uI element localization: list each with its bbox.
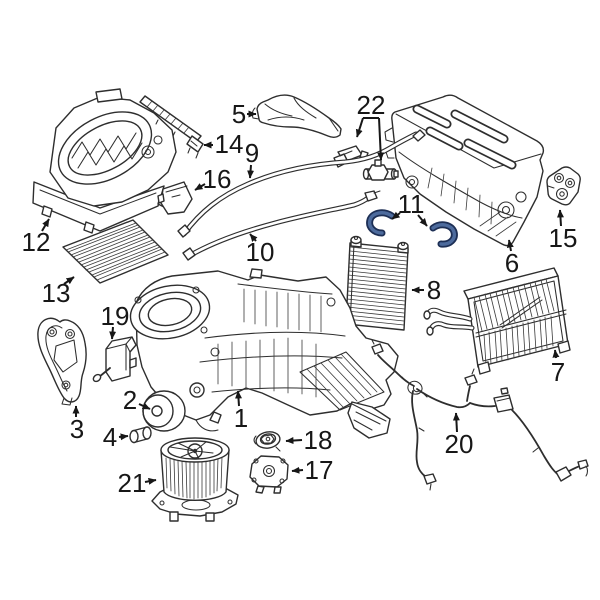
callout-3-label[interactable]: 3 — [70, 414, 84, 444]
part-21-blower-motor-drawing — [151, 437, 239, 522]
part-2-cap-drawing — [142, 390, 186, 432]
callout-18-label[interactable]: 18 — [304, 425, 333, 455]
callout-22-arrow-left — [355, 117, 364, 138]
part-14-bracket-strip-drawing — [139, 95, 204, 159]
callout-8-label[interactable]: 8 — [427, 275, 441, 305]
part-1-lower-case-drawing — [129, 268, 399, 439]
part-17-actuator-drawing — [249, 455, 289, 494]
callout-11-arrow-right — [417, 214, 428, 227]
callout-4: 4 — [103, 422, 129, 452]
callout-10-label[interactable]: 10 — [246, 237, 275, 267]
callout-16-label[interactable]: 16 — [203, 164, 232, 194]
callout-13: 13 — [42, 276, 75, 308]
part-20-wiring-harness-drawing — [371, 339, 589, 491]
callout-13-label[interactable]: 13 — [42, 278, 71, 308]
callout-7: 7 — [551, 349, 565, 387]
part-15-actuator-drawing — [546, 166, 581, 206]
callout-11-arrow-left — [391, 211, 401, 220]
callout-20-label[interactable]: 20 — [445, 429, 474, 459]
callout-21: 21 — [118, 468, 157, 498]
callout-6-arrow — [506, 239, 514, 252]
part-7-evaporator-drawing — [423, 267, 571, 375]
callout-22-arrow-right — [377, 117, 385, 161]
part-16-door-panel-drawing — [157, 181, 193, 215]
callout-7-arrow — [552, 349, 560, 359]
part-4-bushing-drawing — [129, 426, 152, 444]
callout-1: 1 — [234, 390, 248, 433]
callout-17-arrow — [291, 466, 304, 474]
clip-left-fill — [367, 211, 394, 235]
callout-10: 10 — [246, 233, 275, 267]
callout-2-arrow — [138, 402, 151, 410]
callout-14-label[interactable]: 14 — [215, 129, 244, 159]
callout-4-label[interactable]: 4 — [103, 422, 117, 452]
callout-10-arrow — [249, 233, 258, 242]
callout-15-arrow — [556, 209, 564, 227]
callout-17: 17 — [291, 455, 334, 485]
callout-15-label[interactable]: 15 — [549, 223, 578, 253]
callout-2-label[interactable]: 2 — [123, 385, 137, 415]
part-8-heater-core-drawing — [345, 235, 409, 331]
clip-right-fill — [431, 223, 457, 246]
callout-2: 2 — [123, 385, 151, 415]
part-11-clips-highlighted-drawing — [366, 209, 458, 248]
part-18-grommet-drawing — [253, 431, 281, 452]
callout-8: 8 — [411, 275, 441, 305]
callout-5: 5 — [232, 99, 257, 129]
callout-14: 14 — [203, 129, 244, 159]
callout-7-label[interactable]: 7 — [551, 357, 565, 387]
callout-13-arrow — [63, 276, 75, 285]
callout-21-label[interactable]: 21 — [118, 468, 147, 498]
callout-16: 16 — [194, 164, 232, 194]
callout-5-label[interactable]: 5 — [232, 99, 246, 129]
part-9-hose-drawing — [177, 129, 426, 238]
callout-17-label[interactable]: 17 — [305, 455, 334, 485]
callout-4-arrow — [118, 433, 129, 441]
callout-16-arrow — [194, 183, 206, 191]
callout-15: 15 — [549, 209, 578, 253]
callout-12-arrow — [41, 218, 50, 232]
part-13-cabin-filter-drawing — [62, 219, 169, 284]
callout-11: 11 — [391, 189, 428, 227]
part-5-duct-drawing — [251, 94, 342, 138]
callout-20-arrow — [452, 412, 460, 433]
callout-11-label[interactable]: 11 — [398, 189, 425, 219]
callout-9-arrow — [247, 164, 255, 179]
callout-6: 6 — [505, 239, 519, 278]
part-10-hose-drawing — [182, 190, 381, 261]
callout-22-label[interactable]: 22 — [357, 90, 386, 120]
callout-9-label[interactable]: 9 — [245, 138, 259, 168]
callout-18: 18 — [285, 425, 333, 455]
callout-19-arrow — [109, 326, 117, 340]
part-3-bracket-drawing — [37, 317, 87, 406]
callout-18-arrow — [285, 437, 303, 445]
callout-20: 20 — [445, 412, 474, 459]
part-6-upper-case-drawing — [384, 94, 545, 247]
part-19-actuator-drawing — [92, 336, 137, 383]
callout-1-arrow — [235, 390, 242, 407]
callout-12-label[interactable]: 12 — [22, 227, 51, 257]
callout-21-arrow — [144, 477, 157, 485]
callout-1-label[interactable]: 1 — [234, 403, 248, 433]
callout-22: 22 — [355, 90, 386, 161]
callout-19: 19 — [101, 301, 130, 340]
callout-9: 9 — [245, 138, 259, 179]
callout-19-label[interactable]: 19 — [101, 301, 130, 331]
part-12-air-inlet-housing-drawing — [32, 88, 177, 234]
callout-6-label[interactable]: 6 — [505, 248, 519, 278]
callout-3: 3 — [70, 405, 84, 444]
callout-12: 12 — [22, 218, 51, 257]
